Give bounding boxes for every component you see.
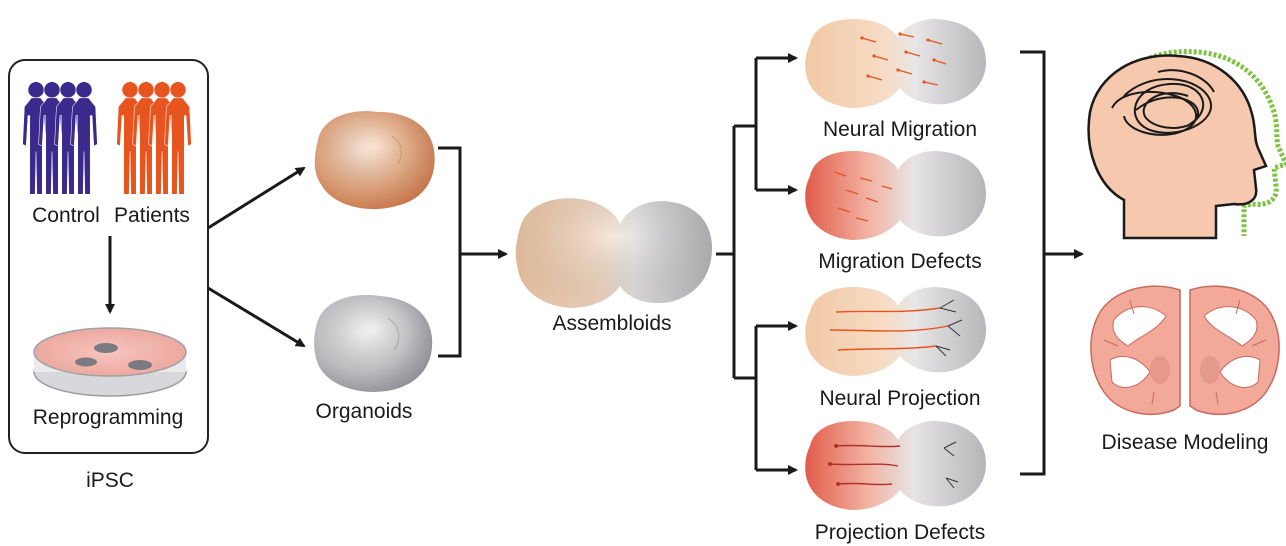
outcome-label-migration-defects: Migration Defects <box>818 250 981 273</box>
organoids-label: Organoids <box>316 400 413 423</box>
branch-arrows <box>756 58 796 470</box>
control-people-icon <box>23 82 98 194</box>
reprogramming-label: Reprogramming <box>33 406 184 429</box>
assembloid-icon <box>516 198 712 308</box>
arrow-to-orange-organoid <box>208 168 304 228</box>
organoid-gray-icon <box>314 295 432 392</box>
organoid-bracket <box>438 148 460 356</box>
neural-migration-icon <box>805 19 986 108</box>
migration-defects-icon <box>805 151 986 240</box>
outcome-label-projection-defects: Projection Defects <box>815 521 985 544</box>
patients-label: Patients <box>114 204 190 227</box>
petri-dish-icon <box>34 328 186 396</box>
branch-connectors <box>716 58 756 470</box>
neural-projection-icon <box>805 287 986 376</box>
patients-people-icon <box>117 82 192 194</box>
ipsc-panel: Control Patients Reprogramming iPSC <box>9 60 208 492</box>
outcome-label-neural-migration: Neural Migration <box>823 118 977 141</box>
assembloids-label: Assembloids <box>552 312 671 335</box>
organoid-orange-icon <box>315 111 435 209</box>
outcome-bracket <box>1020 52 1044 474</box>
human-head-icon <box>1089 52 1286 238</box>
ipsc-caption: iPSC <box>86 469 134 492</box>
outcome-label-neural-projection: Neural Projection <box>819 387 980 410</box>
disease-modeling-label: Disease Modeling <box>1102 431 1269 454</box>
control-label: Control <box>32 204 100 227</box>
brain-section-icon <box>1091 286 1279 414</box>
projection-defects-icon <box>805 421 986 510</box>
arrow-to-gray-organoid <box>208 288 304 346</box>
